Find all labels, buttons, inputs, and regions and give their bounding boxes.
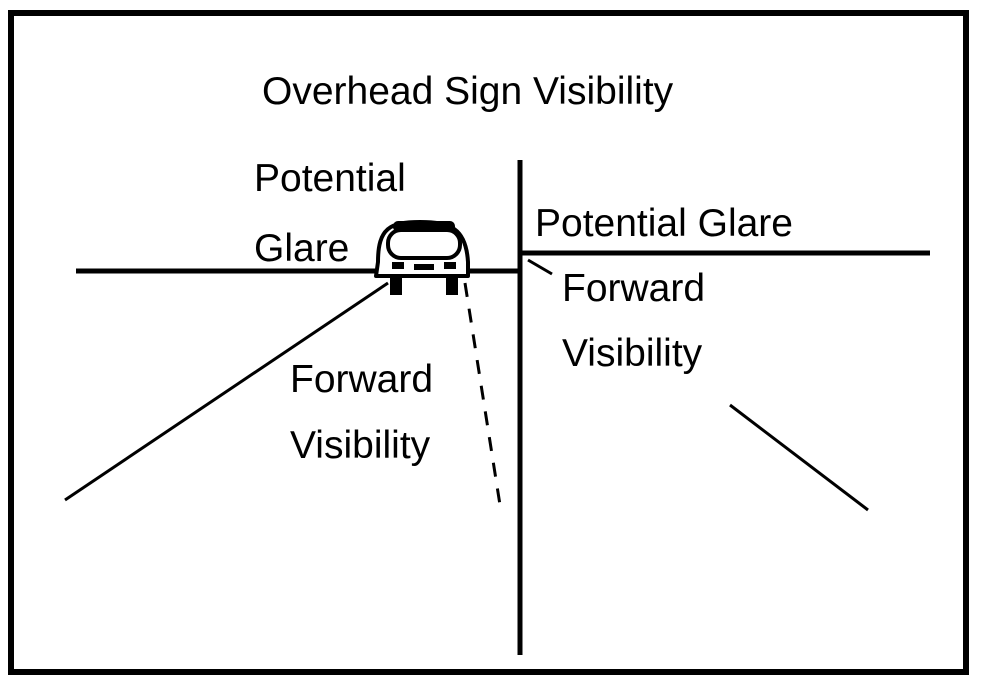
right-glare-tick-line <box>527 258 553 276</box>
left-visibility-dashed-line <box>463 282 502 506</box>
vehicle-icon <box>374 220 470 295</box>
left-visibility-solid-line <box>64 281 389 502</box>
left-potential-glare-label-line1: Potential <box>254 157 406 200</box>
right-visibility-line <box>729 403 869 512</box>
left-potential-glare-label-line2: Glare <box>254 227 350 270</box>
diagram-frame <box>8 10 969 675</box>
right-potential-glare-label: Potential Glare <box>535 202 793 245</box>
right-forward-visibility-label-line2: Visibility <box>562 332 703 375</box>
left-forward-visibility-label-line2: Visibility <box>290 424 431 467</box>
left-forward-visibility-label-line1: Forward <box>290 358 434 401</box>
diagram-title: Overhead Sign Visibility <box>262 70 674 113</box>
right-forward-visibility-label-line1: Forward <box>562 267 706 310</box>
